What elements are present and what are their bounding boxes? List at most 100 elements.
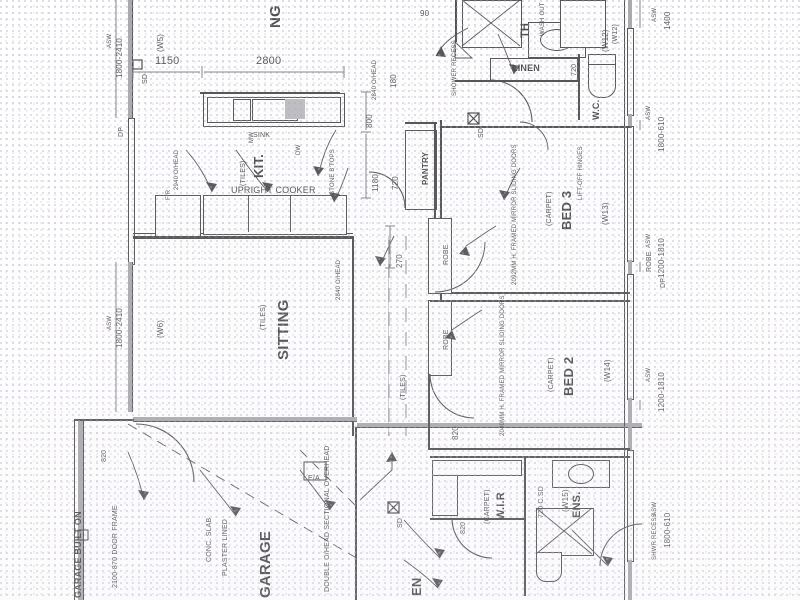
room-label-wir: W.I.R <box>495 492 507 520</box>
ens-basin <box>568 464 594 484</box>
mw-label: MW <box>249 131 255 143</box>
exterior-wall-left-inner <box>132 0 134 118</box>
linen-label: LINEN <box>512 63 540 73</box>
wall-bath-left <box>455 0 458 42</box>
room-label-garage: GARAGE <box>257 530 274 598</box>
overhead-sitting-label: 2840 O/HEAD <box>336 259 342 300</box>
room-label-dining: NG <box>267 5 284 28</box>
overhead-kitchen-label: 2940 O/HEAD <box>174 149 180 190</box>
wall-sitting-south-line <box>133 421 357 423</box>
upright-cooker-label: UPRIGHT COOKER <box>231 185 316 195</box>
robe-label-bed2: ROBE <box>443 329 450 350</box>
shower-recess-box <box>462 0 522 48</box>
window-left-w5-tag: (W5) <box>156 33 165 52</box>
bed2-robe-doors-note: 2040MM H. FRAMED MIRROR SLIDING DOORS <box>500 295 506 436</box>
window-left-w6-type: ASW <box>107 315 113 330</box>
window-right-w13-type: ASW <box>646 233 652 248</box>
window-right-w15-code: 1800-610 <box>663 512 672 548</box>
kitchen-dishwasher-block <box>285 99 305 119</box>
hall-dash-guide <box>388 236 389 436</box>
window-opening-w5-left <box>128 118 135 265</box>
dimension-wc-720: 720 <box>571 63 578 76</box>
dimension-ens-720-csd: 720 C.SD <box>538 486 545 518</box>
exterior-wall-left-inner-2 <box>132 262 134 412</box>
dimension-800: 800 <box>365 114 374 128</box>
window-left-w6-code: 1800-2410 <box>115 307 124 348</box>
window-right-w13 <box>627 126 634 262</box>
pantry-wall-right <box>434 122 437 218</box>
shower-recess-label: SHOWER RECESS <box>452 40 458 96</box>
exterior-wall-right <box>628 0 632 28</box>
room-label-bed3: BED 3 <box>559 190 574 230</box>
robe-label-bed3: ROBE <box>443 244 450 265</box>
garage-wall-top-stub <box>74 419 134 421</box>
bed3-finish-label: (CARPET) <box>546 191 553 226</box>
garage-divider-vertical <box>355 427 358 600</box>
dimension-720: 720 <box>391 176 400 190</box>
window-right-w12-tag: (W12) <box>601 29 610 52</box>
bed2-finish-label: (CARPET) <box>548 357 555 392</box>
window-right-w13-code: 1200-1810 <box>657 237 666 278</box>
window-right-w15 <box>627 450 634 562</box>
window-right-1400 <box>627 28 634 116</box>
wall-bed2-left <box>428 374 431 450</box>
floor-fill-sitting <box>140 236 640 436</box>
room-label-bed2: BED 2 <box>561 356 576 396</box>
wash-out-box <box>560 0 606 48</box>
window-right-w14-type: ASW <box>646 367 652 382</box>
dimension-1180: 1180 <box>371 173 380 192</box>
pantry-label: PANTRY <box>421 151 430 185</box>
garage-door-label: DOUBLE O/HEAD SECTIONAL OVERHEAD <box>324 445 331 592</box>
kitchen-mw-niche <box>233 99 251 121</box>
window-w12-tag-top: (W12) <box>612 23 619 44</box>
dimension-bed2-door-820: 820 <box>451 426 460 440</box>
wc-cistern <box>588 54 616 65</box>
window-right-1400-type: ASW <box>652 7 658 22</box>
downpipe-left-label: DP <box>118 126 125 137</box>
dimension-90: 90 <box>420 9 430 18</box>
room-label-wc: W.C. <box>591 99 601 120</box>
wir-shelf-top <box>432 460 522 476</box>
exterior-wall-right-4 <box>628 398 632 450</box>
shwr-recess-ens-label: SHWR RECESS <box>652 513 658 560</box>
wall-wc-left <box>578 54 581 120</box>
downpipe-right-label: DP <box>660 277 667 288</box>
fridge-label: F/R <box>166 189 172 200</box>
lift-off-hinges-label: LIFT-OFF HINGES <box>578 146 584 200</box>
window-right-w15-tag: (W15) <box>561 489 570 512</box>
room-label-bath: TH <box>519 22 531 38</box>
fridge-recess <box>155 195 201 237</box>
window-right-1400-code: 1400 <box>663 11 672 30</box>
hall-wall-left <box>352 236 355 436</box>
wall-bed2-bottom <box>430 448 630 451</box>
window-left-w5-type: ASW <box>107 33 113 48</box>
dimension-top-1150: 1150 <box>155 55 180 67</box>
garage-plaster-label: PLASTER LINED <box>222 518 229 576</box>
window-right-w13-tag: (W13) <box>601 202 610 225</box>
exterior-wall-right-5 <box>628 560 632 600</box>
garage-door-frame-label: 2100-870 DOOR FRAME <box>112 505 119 588</box>
smoke-detector-label-2: SD <box>478 127 485 138</box>
garage-built-on-label: GARAGE BUILT ON <box>73 511 83 598</box>
wash-out-label: WASH OUT <box>540 2 546 36</box>
room-label-entry: EN <box>409 577 424 596</box>
kitchen-finish-label: (TILES) <box>240 160 247 186</box>
smoke-detector-label-1: SD <box>397 517 404 528</box>
sink-label: SINK <box>253 132 271 139</box>
exterior-wall-right-2 <box>628 114 632 126</box>
kitchen-bench-divider-2 <box>290 196 292 232</box>
pantry-wall-top <box>405 122 437 125</box>
dimension-garage-door-820: 820 <box>101 449 108 462</box>
dimension-wir-820: 820 <box>460 521 467 534</box>
dimension-top-2800: 2800 <box>256 55 282 67</box>
ens-wc-pan <box>536 552 562 582</box>
wall-hall-right <box>440 120 443 218</box>
garage-wall-left-inner <box>83 420 85 600</box>
wall-bed2-south <box>430 300 630 303</box>
wall-bed3-north <box>442 126 632 129</box>
wall-bed3-south <box>440 292 630 295</box>
window-right-w12-code: 1800-610 <box>657 116 666 152</box>
wall-ens-left <box>524 500 527 596</box>
room-label-sitting: SITTING <box>275 299 292 360</box>
